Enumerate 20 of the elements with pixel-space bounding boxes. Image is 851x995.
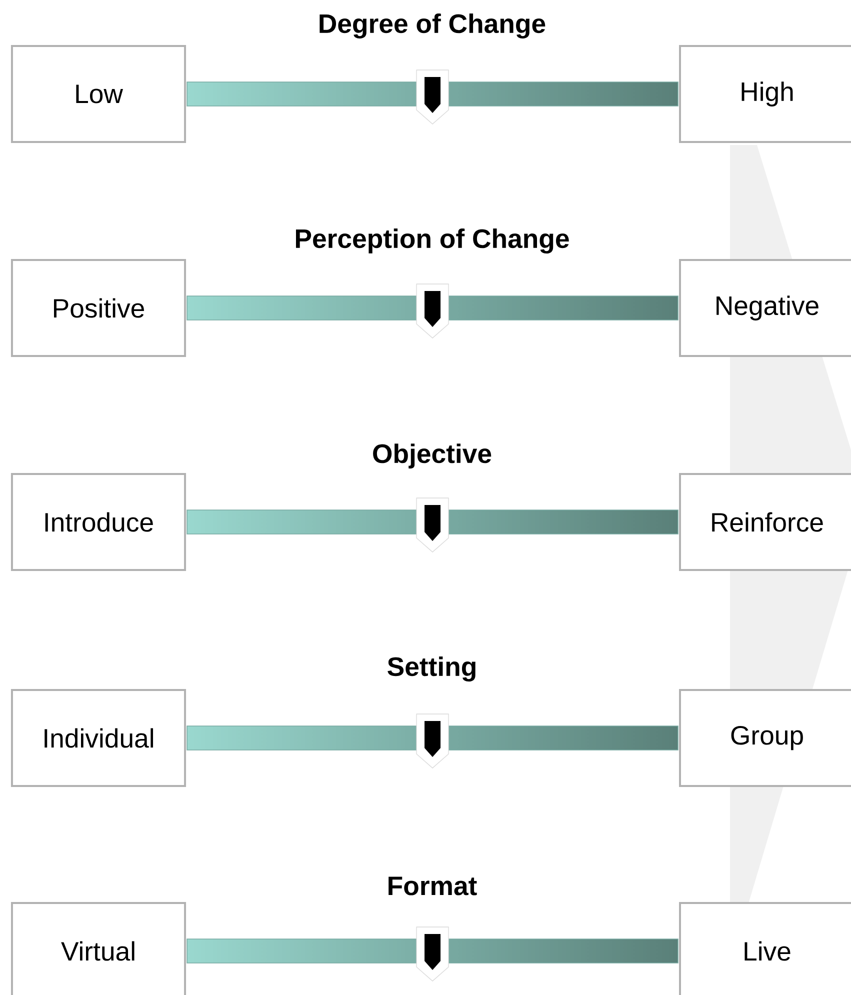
- slider-track: [186, 510, 678, 534]
- slider-track: [186, 726, 678, 750]
- label-box: Group: [679, 689, 851, 787]
- label-box: Virtual: [10, 902, 186, 995]
- label-box: High: [679, 45, 851, 143]
- slider-track: [186, 938, 678, 964]
- label-box: Introduce: [10, 473, 186, 571]
- slider-title: Perception of Change: [296, 228, 569, 254]
- slider-title: Objective: [373, 444, 492, 468]
- slider-title: Degree of Change: [320, 14, 546, 38]
- slider-title: Setting: [388, 656, 476, 682]
- slider-track: [186, 82, 678, 106]
- label-box: Reinforce: [679, 473, 851, 571]
- label-box: Negative: [679, 259, 851, 357]
- label-box: Live: [679, 902, 851, 995]
- label-box: Low: [10, 45, 186, 143]
- slider-track: [186, 296, 678, 320]
- label-box: Individual: [10, 689, 186, 787]
- slider-title: Format: [388, 876, 477, 896]
- label-box: Positive: [10, 259, 186, 357]
